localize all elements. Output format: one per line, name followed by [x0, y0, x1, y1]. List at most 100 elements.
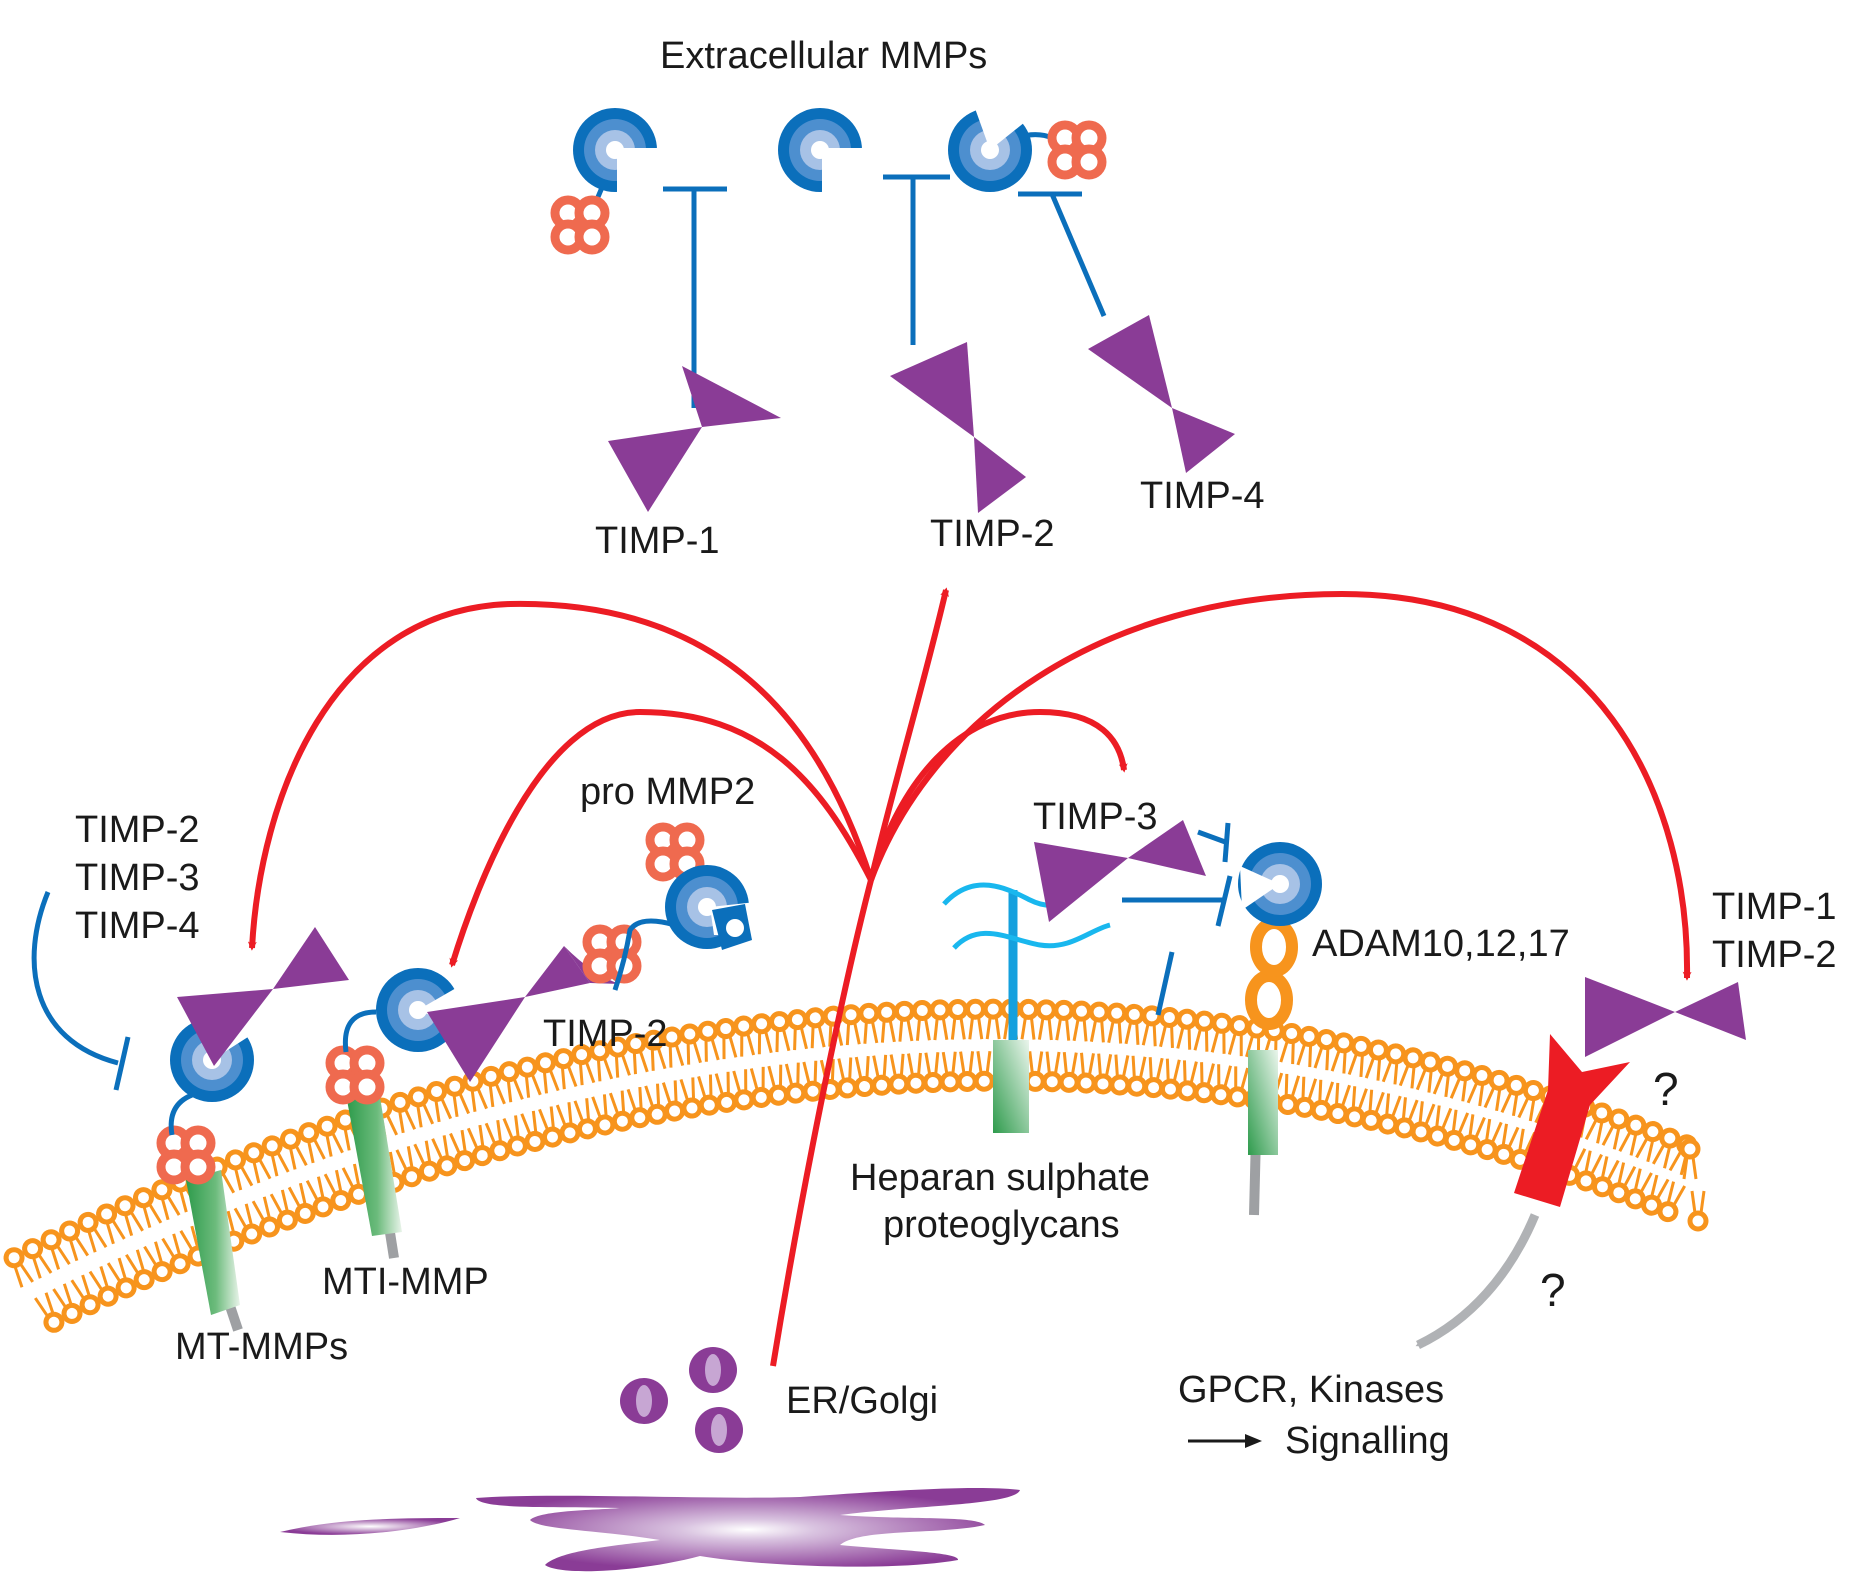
lipid-upper — [1313, 1030, 1336, 1070]
inhibition-bar-timp2 — [883, 174, 950, 345]
lipid-upper — [1176, 1010, 1196, 1049]
adam-protease — [1238, 842, 1322, 1216]
lipid-lower — [784, 1062, 804, 1102]
question-mark-signalling: ? — [1540, 1264, 1566, 1316]
timp2-icon — [890, 342, 1026, 513]
lipid-upper — [1279, 1024, 1301, 1064]
lipid-lower — [837, 1057, 856, 1096]
timp-bowtie-right — [1585, 977, 1746, 1057]
label-mt-mmps: MT-MMPs — [175, 1326, 348, 1368]
vesicles-icon — [620, 1347, 743, 1453]
lipid-lower — [976, 1051, 992, 1089]
receptor-icon — [1514, 1034, 1630, 1207]
lipid-upper — [950, 1001, 967, 1039]
lipid-lower — [889, 1054, 907, 1093]
lipid-lower — [802, 1061, 822, 1100]
label-gpcr-kinases: GPCR, Kinases — [1178, 1369, 1444, 1411]
lipid-upper — [967, 1001, 983, 1039]
lipid-upper — [860, 1005, 879, 1044]
label-timp4: TIMP-4 — [1140, 475, 1265, 517]
hemopexin-domain-icon — [555, 200, 605, 250]
lipid-lower — [1044, 1052, 1061, 1090]
label-signalling: Signalling — [1285, 1420, 1450, 1462]
hemopexin-domain-icon — [1052, 125, 1102, 175]
lipid-upper — [1037, 1002, 1054, 1040]
lipid-upper — [896, 1003, 914, 1042]
secretion-arrows — [247, 587, 1692, 1367]
arrow-to-mt1-mmp — [449, 708, 874, 968]
label-timp-stack-left-1: TIMP-2 — [75, 809, 200, 851]
lipid-upper — [1159, 1009, 1179, 1048]
label-hspg-line2: proteoglycans — [883, 1204, 1120, 1246]
lipid-upper — [1296, 1027, 1318, 1067]
title-extracellular-mmps: Extracellular MMPs — [660, 35, 987, 77]
signalling-arrow — [1415, 1213, 1540, 1350]
lipid-lower — [767, 1064, 788, 1104]
lipid-lower — [1658, 1181, 1687, 1222]
inhibition-bar-timp4 — [1018, 191, 1107, 317]
lipid-lower — [697, 1074, 719, 1114]
label-timp2: TIMP-2 — [930, 513, 1055, 555]
arrow-right-icon — [1188, 1434, 1262, 1448]
arrow-to-right-receptor — [868, 590, 1692, 981]
label-mt1-mmp: MTI-MMP — [322, 1261, 489, 1303]
lipid-lower — [906, 1053, 924, 1092]
inhibition-bar-left — [113, 1036, 131, 1091]
lipid-lower — [924, 1052, 941, 1091]
lipid-lower — [1027, 1051, 1044, 1089]
pro-mmp2 — [587, 827, 756, 991]
lipid-lower — [941, 1052, 958, 1090]
question-mark-receptor: ? — [1653, 1063, 1679, 1115]
secretion-stem — [770, 879, 874, 1367]
label-timp-stack-right-1: TIMP-1 — [1712, 886, 1837, 928]
arrow-to-left-mt-mmps — [247, 600, 874, 951]
label-pro-mmp2: pro MMP2 — [580, 771, 755, 813]
lipid-lower — [749, 1067, 770, 1107]
lipid-upper — [1227, 1017, 1248, 1057]
extracellular-mmp-1 — [555, 108, 667, 250]
timp-bowtie-left — [177, 927, 349, 1066]
lipid-lower — [732, 1069, 753, 1109]
lipid-upper — [878, 1004, 896, 1043]
lipid-upper — [1107, 1005, 1126, 1044]
label-hspg-line1: Heparan sulphate — [850, 1157, 1150, 1199]
lipid-upper — [1055, 1002, 1072, 1041]
timp3-bowtie — [1034, 820, 1206, 922]
extracellular-mmp-3 — [948, 100, 1102, 192]
arrow-to-extracellular-timp2 — [868, 587, 949, 881]
lipid-lower — [854, 1056, 873, 1095]
label-timp2-mt1: TIMP-2 — [543, 1013, 668, 1055]
lipid-lower — [1061, 1052, 1078, 1091]
lipid-lower — [1690, 1191, 1706, 1229]
lipid-upper — [1193, 1012, 1213, 1052]
lipid-upper — [1210, 1014, 1231, 1054]
lipid-upper — [932, 1002, 949, 1040]
lipid-lower — [679, 1077, 701, 1117]
label-timp1: TIMP-1 — [595, 520, 720, 562]
label-timp-stack-left-3: TIMP-4 — [75, 905, 200, 947]
label-er-golgi: ER/Golgi — [786, 1380, 938, 1422]
lipid-lower — [959, 1051, 976, 1089]
lipid-lower — [872, 1055, 891, 1094]
lipid-upper — [1020, 1001, 1037, 1039]
lipid-upper — [1124, 1006, 1143, 1045]
timp4-icon — [1088, 315, 1235, 473]
lipid-upper — [1089, 1004, 1107, 1043]
inhibition-curve-left — [31, 891, 119, 1066]
label-adam: ADAM10,12,17 — [1312, 923, 1570, 965]
lipid-lower — [661, 1080, 683, 1120]
lipid-upper — [914, 1002, 931, 1041]
label-timp3: TIMP-3 — [1033, 796, 1158, 838]
inhibition-bars-timp3 — [1122, 822, 1233, 1016]
timp1-icon — [608, 366, 781, 512]
arrow-to-timp3 — [868, 708, 1128, 881]
inhibition-bar-timp1 — [663, 186, 727, 408]
label-timp-stack-left-2: TIMP-3 — [75, 857, 200, 899]
lipid-lower — [714, 1072, 736, 1112]
extracellular-mmp-2 — [778, 108, 872, 203]
lipid-upper — [1072, 1003, 1090, 1042]
lipid-upper — [985, 1001, 1001, 1039]
label-timp-stack-right-2: TIMP-2 — [1712, 934, 1837, 976]
golgi-apparatus-icon — [280, 1487, 1020, 1572]
